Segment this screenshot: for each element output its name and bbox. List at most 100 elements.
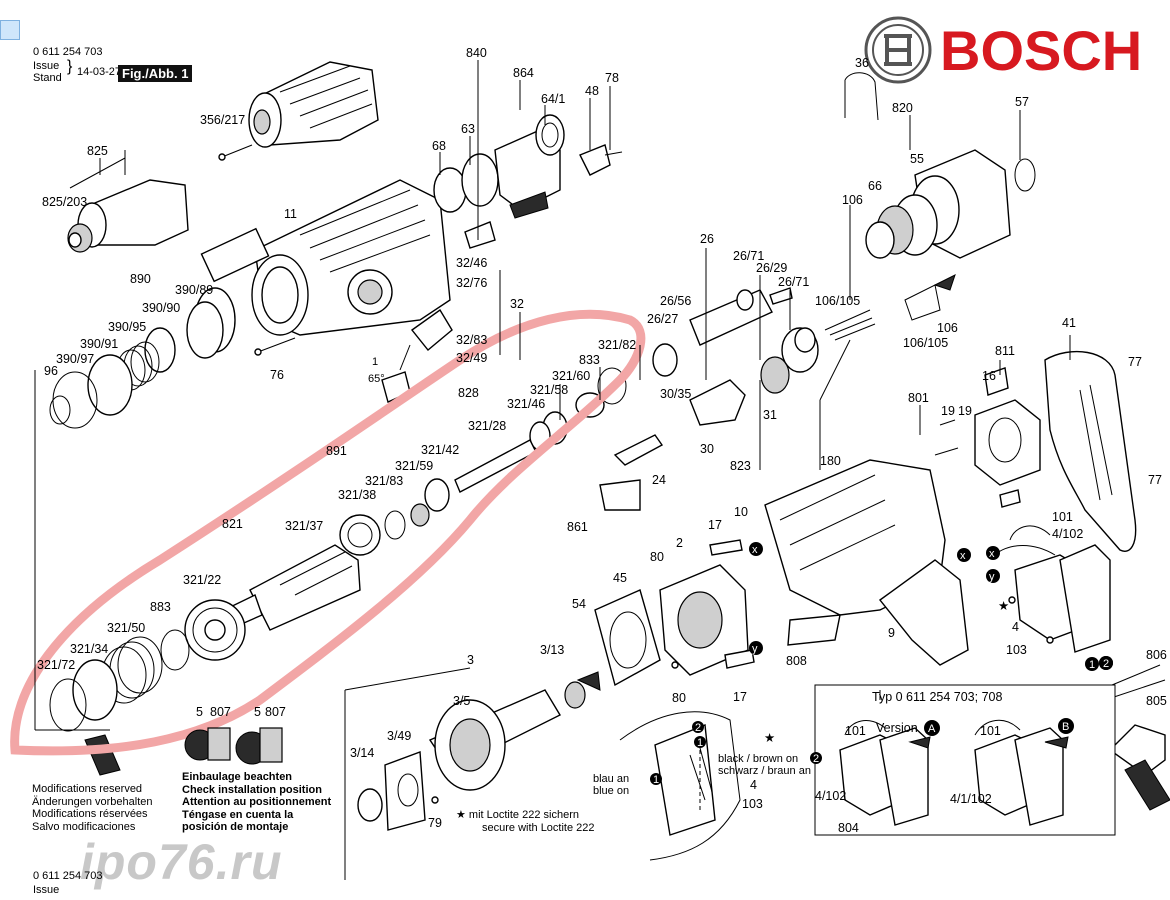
brand-name: BOSCH xyxy=(940,19,1142,82)
label-321-60: 321/60 xyxy=(552,369,590,383)
issue-brace: } xyxy=(67,58,73,75)
label-3: 3 xyxy=(467,653,474,667)
label-26-29: 26/29 xyxy=(756,261,787,275)
label-80b: 80 xyxy=(672,691,686,705)
label-63: 63 xyxy=(461,122,475,136)
label-390-89: 390/89 xyxy=(175,283,213,297)
label-823: 823 xyxy=(730,459,751,473)
loctite-line-1: ★ mit Loctite 222 sichern xyxy=(456,809,579,821)
footer-issue: Issue xyxy=(33,884,60,896)
watermark: ipo76.ru xyxy=(80,834,283,890)
label-16: 16 xyxy=(982,369,996,383)
label-321-59: 321/59 xyxy=(395,459,433,473)
label-9: 9 xyxy=(888,626,895,640)
installation-symbols xyxy=(184,727,283,765)
label-36: 36 xyxy=(855,56,869,70)
label-390-91: 390/91 xyxy=(80,337,118,351)
label-80a: 80 xyxy=(650,550,664,564)
shaft-assembly-26 xyxy=(599,287,819,511)
label-5b: 5 xyxy=(254,705,261,719)
sleeve-rings-890 xyxy=(49,287,236,429)
label-45: 45 xyxy=(613,571,627,585)
label-321-34: 321/34 xyxy=(70,642,108,656)
switch-4 xyxy=(994,525,1111,653)
label-10: 10 xyxy=(734,505,748,519)
label-321-22: 321/22 xyxy=(183,573,221,587)
screws-upper xyxy=(218,144,623,356)
label-106b: 106 xyxy=(937,321,958,335)
label-103: 103 xyxy=(1006,643,1027,657)
issue-label: Issue xyxy=(33,60,60,72)
label-19a: 19 xyxy=(941,404,955,418)
label-883: 883 xyxy=(150,600,171,614)
brush-holder-801 xyxy=(934,367,1041,508)
label-31: 31 xyxy=(763,408,777,422)
label-806: 806 xyxy=(1146,648,1167,662)
modifications-note: Modifications reserved Änderungen vorbeh… xyxy=(32,783,152,833)
inset-right-4-1-102: 4/1/102 xyxy=(950,792,992,806)
star-marker: ★ xyxy=(998,599,1009,613)
selection-corner-marker xyxy=(0,20,20,40)
label-321-58: 321/58 xyxy=(530,383,568,397)
inset-right-101: 101 xyxy=(980,724,1001,738)
label-4: 4 xyxy=(1012,620,1019,634)
label-321-38: 321/38 xyxy=(338,488,376,502)
installation-line-4: Téngase en cuenta la xyxy=(182,808,294,821)
gear-housing-11 xyxy=(200,179,451,336)
label-321-28: 321/28 xyxy=(468,419,506,433)
wiring-num-2a: 2 xyxy=(695,722,701,734)
label-890: 890 xyxy=(130,272,151,286)
wiring-num-1a: 1 xyxy=(697,737,703,749)
label-106a: 106 xyxy=(842,193,863,207)
inset-title: Typ 0 611 254 703; 708 xyxy=(872,690,1002,704)
label-891: 891 xyxy=(326,444,347,458)
wiring-num-4: 4 xyxy=(750,778,757,792)
installation-line-1: Einbaulage beachten xyxy=(182,771,293,783)
marker-y2: y xyxy=(989,571,995,583)
loctite-line-2: secure with Loctite 222 xyxy=(482,821,595,834)
label-820: 820 xyxy=(892,101,913,115)
wiring-num-103: 103 xyxy=(742,797,763,811)
wiring-note-drawing xyxy=(619,711,741,861)
label-19b: 19 xyxy=(958,404,972,418)
modifications-line-4: Salvo modificaciones xyxy=(32,820,136,833)
label-24: 24 xyxy=(652,473,666,487)
armature-3 xyxy=(357,671,601,831)
label-821: 821 xyxy=(222,517,243,531)
bearing-parts-68-63 xyxy=(433,114,611,249)
label-32-83: 32/83 xyxy=(456,333,487,347)
wiring-num-2b: 2 xyxy=(813,753,819,765)
label-17b: 17 xyxy=(733,690,747,704)
label-1: 1 xyxy=(372,356,378,368)
label-5a: 5 xyxy=(196,705,203,719)
label-57: 57 xyxy=(1015,95,1029,109)
label-77a: 77 xyxy=(1128,355,1142,369)
inset-version-b: B xyxy=(1062,721,1069,733)
label-3-13: 3/13 xyxy=(540,643,564,657)
label-41: 41 xyxy=(1062,316,1076,330)
circled-markers: x x x y y y 1 2 ★ ★ xyxy=(749,542,1113,745)
label-32-76: 32/76 xyxy=(456,276,487,290)
label-26-56: 26/56 xyxy=(660,294,691,308)
marker-x3: x xyxy=(989,548,995,560)
label-76: 76 xyxy=(270,368,284,382)
quick-chuck-864 xyxy=(248,61,379,148)
label-77b: 77 xyxy=(1148,473,1162,487)
label-4-102: 4/102 xyxy=(1052,527,1083,541)
label-825-203: 825/203 xyxy=(42,195,87,209)
modifications-line-2: Änderungen vorbehalten xyxy=(32,795,153,808)
label-68: 68 xyxy=(432,139,446,153)
label-390-97: 390/97 xyxy=(56,352,94,366)
label-356-217: 356/217 xyxy=(200,113,245,127)
label-828: 828 xyxy=(458,386,479,400)
installation-line-2: Check installation position xyxy=(182,783,322,796)
label-390-95: 390/95 xyxy=(108,320,146,334)
label-805: 805 xyxy=(1146,694,1167,708)
fan-housing-820 xyxy=(824,72,1036,341)
wiring-blue-de: blau an xyxy=(593,773,629,785)
label-180: 180 xyxy=(820,454,841,468)
label-11: 11 xyxy=(284,207,297,221)
motor-housing-9 xyxy=(764,459,969,666)
label-79: 79 xyxy=(428,816,442,830)
